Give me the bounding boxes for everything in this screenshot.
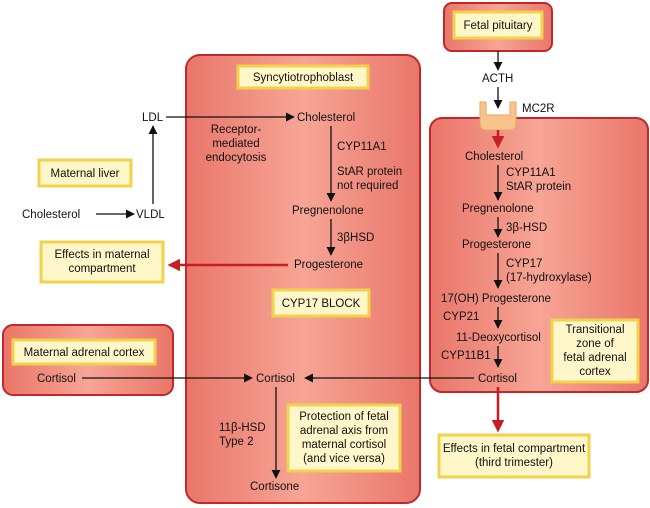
maternal-cholesterol: Cholesterol	[22, 209, 80, 221]
effects-fetal-label: Effects in fetal compartment(third trime…	[437, 433, 591, 479]
maternal-liver-label: Maternal liver	[37, 158, 133, 188]
mc2r-label: MC2R	[522, 103, 555, 115]
fetal-cyp11b1: CYP11B1	[441, 350, 491, 362]
fetal-17oh-progesterone: 17(OH) Progesterone	[441, 293, 551, 305]
fetal-pregnenolone: Pregnenolone	[462, 203, 534, 215]
mc2r-receptor-icon	[479, 101, 517, 131]
syncytiotrophoblast-panel	[185, 54, 421, 504]
fetal-progesterone: Progesterone	[462, 239, 531, 251]
syncytiotrophoblast-text: Syncytiotrophoblast	[253, 72, 354, 84]
syncytiotrophoblast-label: Syncytiotrophoblast	[236, 64, 370, 90]
ldl-label: LDL	[142, 112, 164, 124]
fetal-cholesterol: Cholesterol	[465, 151, 523, 163]
placenta-cyp11a1: CYP11A1	[337, 141, 387, 153]
placenta-pregnenolone: Pregnenolone	[292, 205, 364, 217]
placenta-cortisone: Cortisone	[250, 481, 299, 493]
maternal-cortisol: Cortisol	[37, 373, 76, 385]
placenta-3bhsd: 3βHSD	[337, 232, 374, 244]
maternal-adrenal-label: Maternal adrenal cortex	[11, 338, 157, 366]
acth-label: ACTH	[482, 73, 513, 85]
fetal-pituitary-text: Fetal pituitary	[463, 20, 532, 32]
maternal-liver-text: Maternal liver	[50, 168, 119, 180]
cyp17-block-label: CYP17 BLOCK	[271, 288, 371, 318]
maternal-adrenal-text: Maternal adrenal cortex	[24, 347, 145, 359]
vldl-label: VLDL	[136, 209, 165, 221]
fetal-pituitary-label: Fetal pituitary	[452, 10, 544, 40]
fetal-cyp17-text: CYP17(17-hydroxylase)	[506, 258, 592, 284]
fetal-cortisol: Cortisol	[478, 373, 517, 385]
fetal-deoxycortisol: 11-Deoxycortisol	[456, 332, 541, 344]
fetal-cyp21: CYP21	[443, 311, 479, 323]
placenta-cortisol: Cortisol	[256, 373, 295, 385]
placenta-progesterone: Progesterone	[294, 259, 363, 271]
placenta-cholesterol: Cholesterol	[297, 112, 355, 124]
effects-fetal-text: Effects in fetal compartment(third trime…	[443, 443, 586, 469]
cyp17-block-text: CYP17 BLOCK	[282, 298, 361, 310]
fetal-3bhsd: 3β-HSD	[506, 222, 547, 234]
